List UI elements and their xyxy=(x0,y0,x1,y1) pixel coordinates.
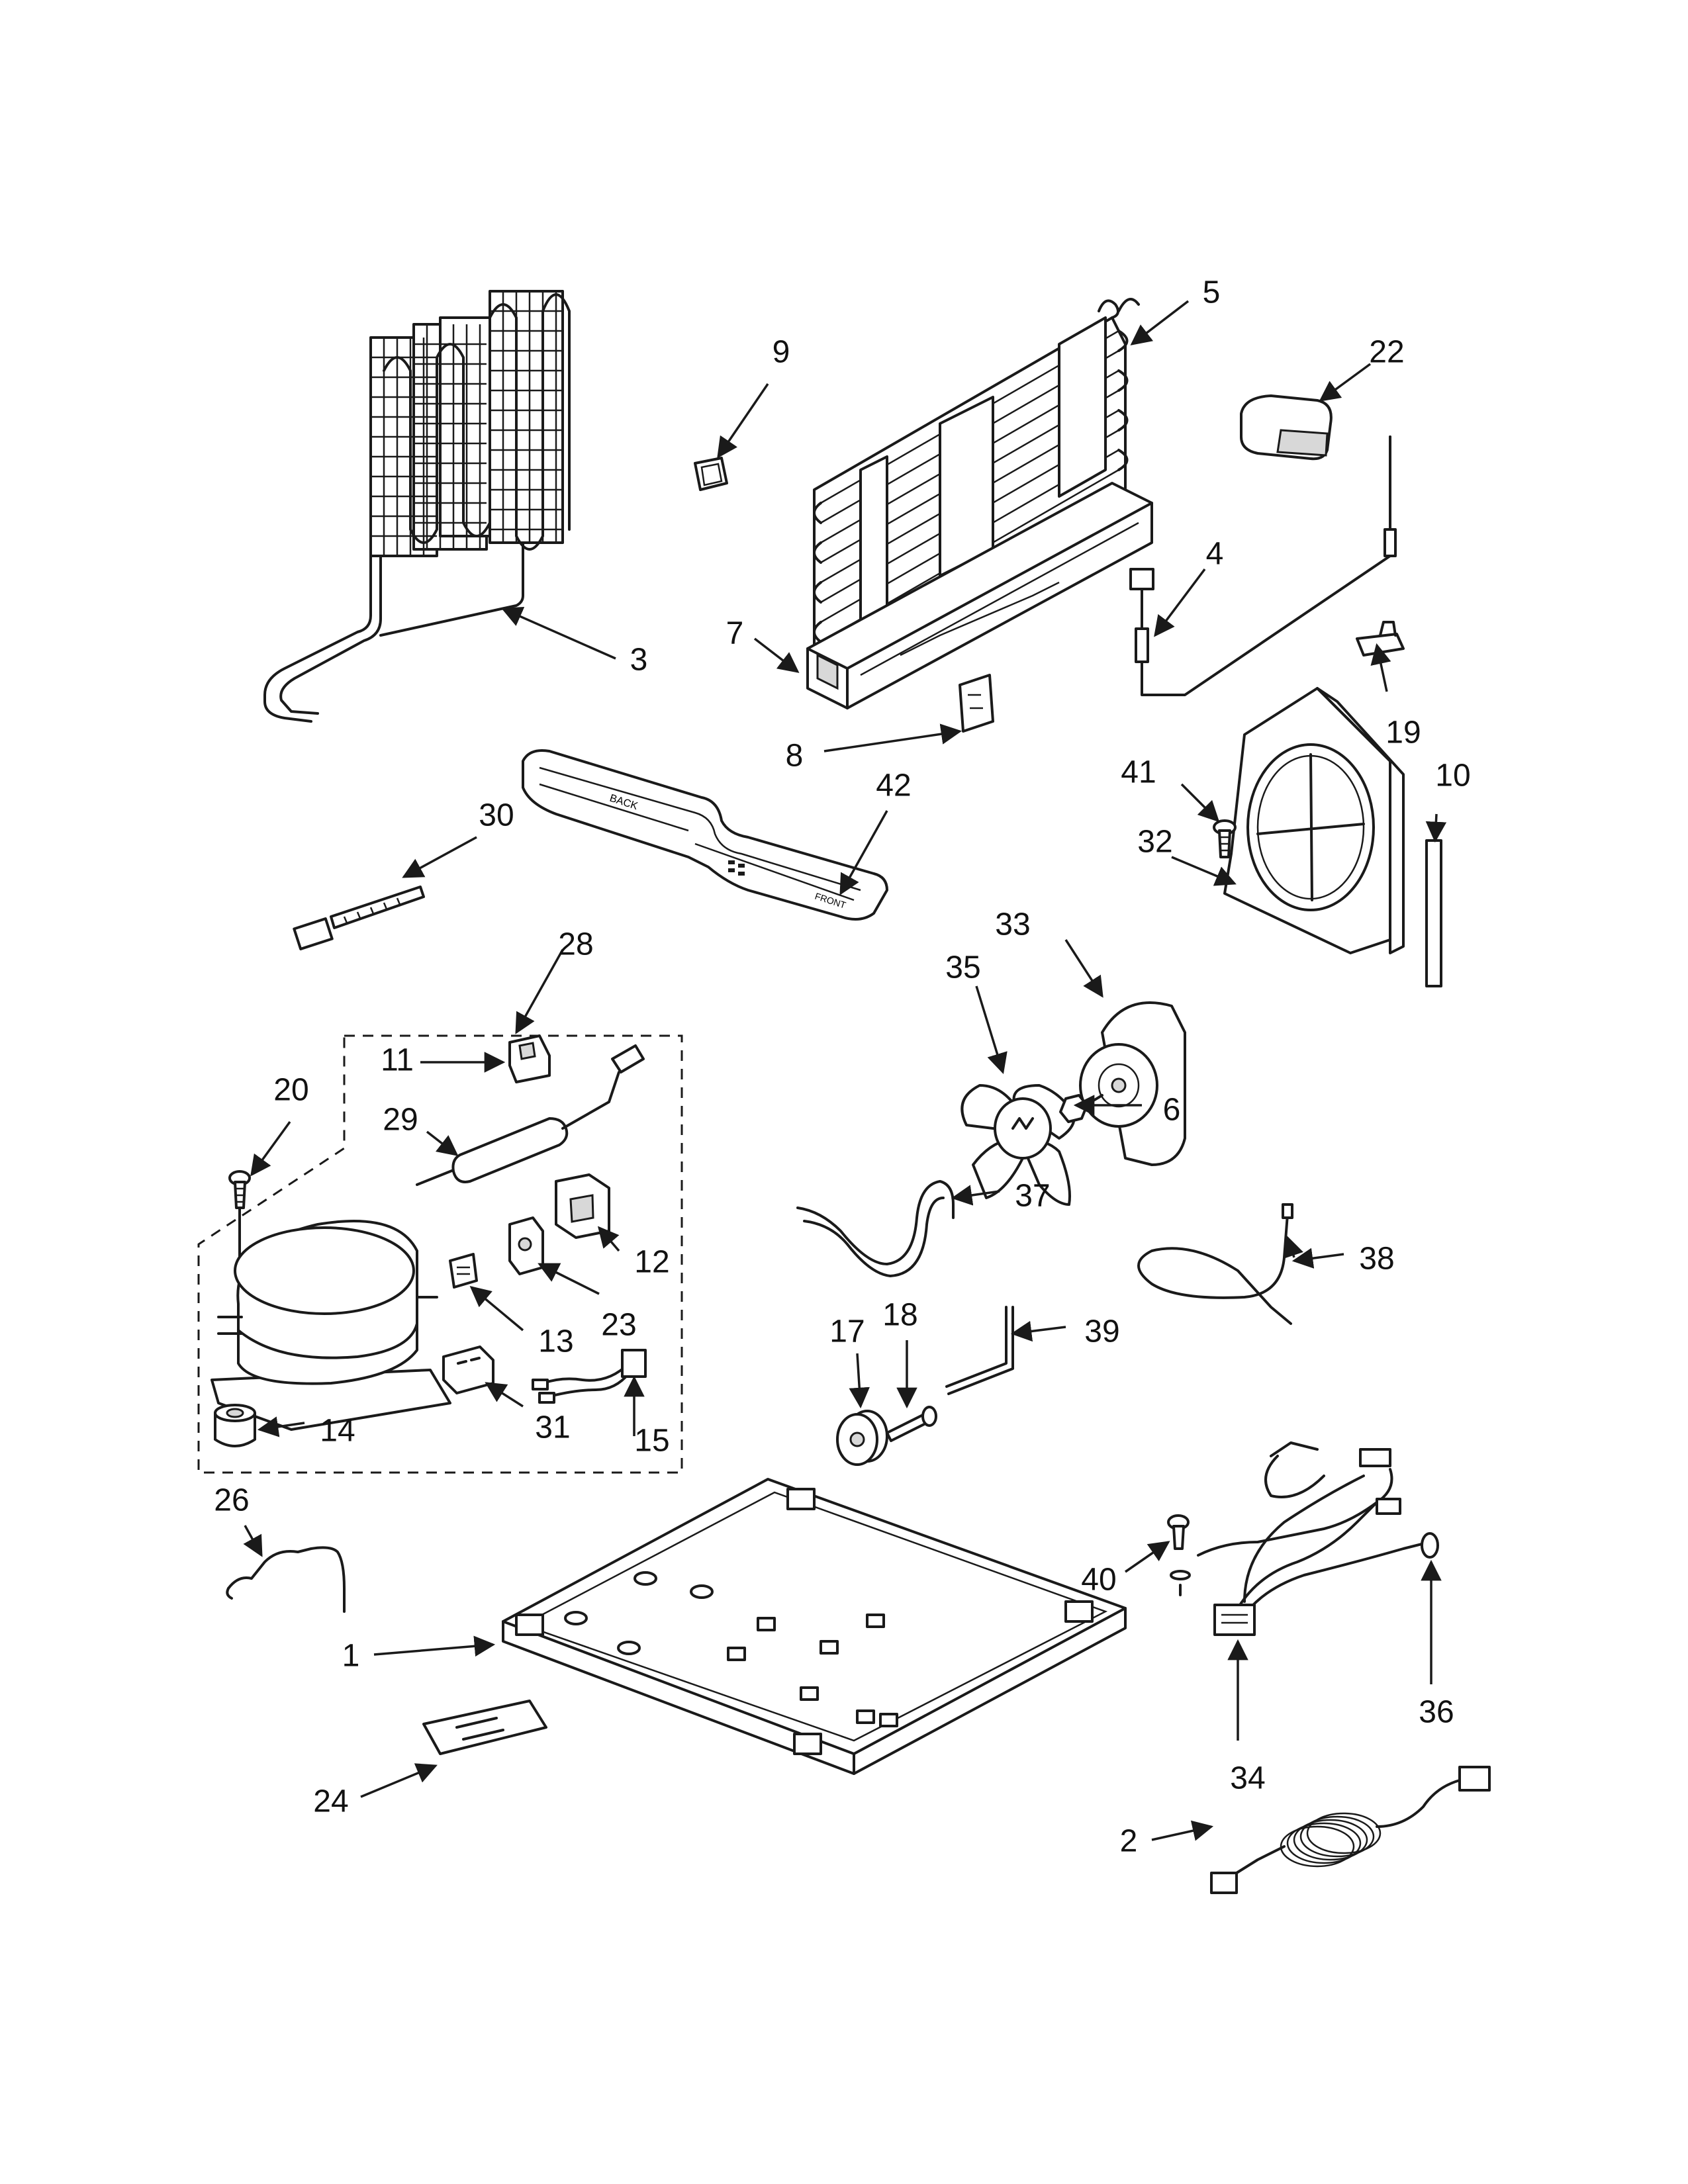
label-35: 35 xyxy=(945,950,980,985)
drier-part-29 xyxy=(416,1044,645,1186)
spring-part-26 xyxy=(226,1546,346,1613)
overload-part-12 xyxy=(555,1173,610,1239)
label-10: 10 xyxy=(1435,758,1470,794)
terminal-part-13 xyxy=(449,1253,478,1289)
condenser-part-3 xyxy=(263,290,571,723)
label-9: 9 xyxy=(773,335,790,370)
screw-part-20 xyxy=(228,1170,251,1279)
compressor-kit-boundary xyxy=(197,1034,683,1474)
wire-harness-part-34 xyxy=(1197,1441,1439,1636)
label-3: 3 xyxy=(630,643,648,678)
label-32: 32 xyxy=(1137,825,1172,860)
part-labels: 1 2 3 4 5 6 7 8 9 10 11 12 13 14 15 17 1… xyxy=(214,275,1470,1859)
label-40: 40 xyxy=(1081,1563,1116,1598)
cover-part-22 xyxy=(1240,394,1333,461)
label-1: 1 xyxy=(342,1639,360,1674)
relay-part-23 xyxy=(508,1216,544,1275)
strip-part-10 xyxy=(1425,839,1442,987)
label-42: 42 xyxy=(876,768,911,803)
label-12: 12 xyxy=(634,1245,669,1280)
label-2: 2 xyxy=(1120,1824,1138,1859)
clip-part-19 xyxy=(1356,621,1405,657)
grommet-part-14 xyxy=(214,1404,256,1447)
fan-blade-part-35 xyxy=(961,1084,1076,1206)
drain-pan-part-42: BACK FRONT xyxy=(522,749,888,921)
tube-part-38 xyxy=(1137,1203,1293,1325)
label-part-24 xyxy=(422,1700,547,1755)
capacitor-part-31 xyxy=(442,1345,494,1394)
label-26: 26 xyxy=(214,1483,249,1518)
label-39: 39 xyxy=(1084,1314,1119,1349)
evaporator-tray-part-7 xyxy=(806,482,1153,709)
screw-part-40 xyxy=(1167,1514,1191,1596)
roller-part-17 xyxy=(836,1410,888,1466)
fan-shroud-part-32 xyxy=(1223,687,1405,954)
pad-part-9 xyxy=(694,457,728,491)
label-41: 41 xyxy=(1121,755,1156,790)
label-28: 28 xyxy=(558,927,593,962)
label-30: 30 xyxy=(479,798,514,833)
cable-tie-part-30 xyxy=(293,886,425,950)
label-18: 18 xyxy=(882,1298,917,1333)
label-6: 6 xyxy=(1163,1093,1181,1128)
tube-part-39 xyxy=(945,1306,1014,1395)
base-frame-part-1 xyxy=(502,1478,1127,1775)
label-15: 15 xyxy=(634,1424,669,1459)
label-31: 31 xyxy=(535,1410,570,1445)
bracket-part-8 xyxy=(959,674,994,733)
power-cord-part-2 xyxy=(1210,1766,1491,1894)
relay-part-11 xyxy=(508,1034,551,1083)
axle-pin-part-18 xyxy=(886,1406,937,1442)
label-37: 37 xyxy=(1015,1179,1050,1214)
label-36: 36 xyxy=(1419,1695,1454,1730)
fan-motor-part-33 xyxy=(1079,1001,1186,1166)
label-14: 14 xyxy=(320,1414,355,1449)
label-5: 5 xyxy=(1203,275,1221,310)
label-34: 34 xyxy=(1230,1761,1265,1796)
compressor xyxy=(211,1220,451,1431)
label-29: 29 xyxy=(383,1103,418,1138)
label-24: 24 xyxy=(313,1784,348,1819)
label-19: 19 xyxy=(1385,715,1421,751)
label-22: 22 xyxy=(1369,335,1404,370)
label-17: 17 xyxy=(829,1314,865,1349)
label-8: 8 xyxy=(786,739,804,774)
label-20: 20 xyxy=(273,1073,308,1108)
label-38: 38 xyxy=(1359,1242,1394,1277)
leader-lines xyxy=(243,300,1447,1841)
evaporator-part-5 xyxy=(813,298,1140,670)
label-7: 7 xyxy=(726,616,744,651)
label-4: 4 xyxy=(1206,537,1224,572)
label-13: 13 xyxy=(538,1324,573,1359)
label-23: 23 xyxy=(601,1308,636,1343)
tube-part-37 xyxy=(796,1180,955,1277)
label-33: 33 xyxy=(995,907,1030,942)
sensor-wire-part-4 xyxy=(1129,435,1397,696)
screw-part-41 xyxy=(1213,819,1237,858)
label-11: 11 xyxy=(381,1043,414,1078)
